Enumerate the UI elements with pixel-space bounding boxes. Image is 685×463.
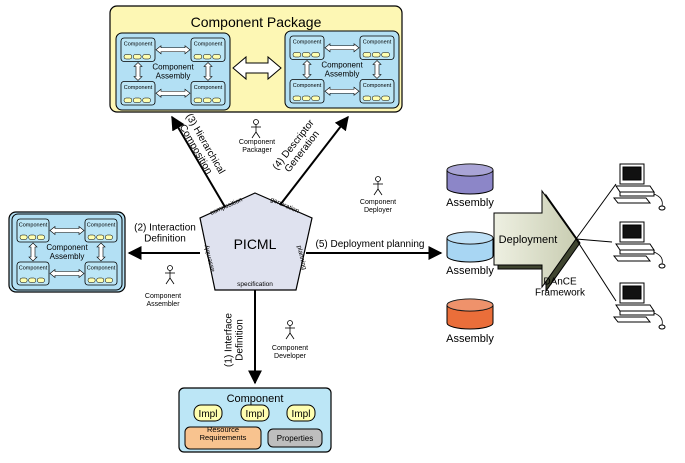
component-node: Component — [120, 37, 156, 62]
package-title: Component Package — [191, 14, 322, 30]
component-node-label: Component — [363, 40, 392, 46]
arrow-step3 — [171, 115, 226, 208]
properties: Properties — [267, 428, 323, 448]
link-arrow — [155, 88, 191, 98]
component-node-label: Component — [124, 85, 153, 91]
component-node: Component — [84, 261, 118, 286]
step4-label: (4) DescriptorGeneration — [271, 117, 326, 179]
link-arrow — [324, 43, 360, 53]
assembly-cylinder-2 — [446, 231, 494, 263]
step3-label: (3) HierarchicalComposition — [174, 112, 227, 182]
link-arrow — [133, 62, 143, 81]
link-arrow — [49, 225, 85, 236]
package-double-arrow — [232, 55, 282, 81]
component-node-label: Component — [87, 223, 116, 229]
step-arrows — [127, 115, 443, 385]
link-arrow — [96, 242, 106, 262]
arrow-step4 — [279, 115, 349, 206]
link-arrow — [49, 268, 85, 279]
link-arrow — [28, 242, 38, 262]
deployer-figure — [373, 176, 383, 196]
component-node-label: Component — [194, 85, 223, 91]
link-arrow — [302, 60, 312, 79]
impl-1: Impl — [193, 404, 223, 422]
computer-2 — [612, 221, 666, 269]
component-node-label: Component — [87, 266, 116, 272]
component-node: Component — [120, 81, 156, 106]
assembly-label-3: Assembly — [446, 333, 494, 345]
component-node: Component — [84, 218, 118, 243]
component-node-label: Component — [194, 42, 223, 48]
computer-1 — [612, 163, 666, 211]
component-node-label: Component — [363, 83, 392, 89]
component-node: Component — [16, 218, 50, 243]
deployment-links — [575, 183, 617, 302]
impl-2: Impl — [240, 404, 270, 422]
component-node: Component — [16, 261, 50, 286]
step1-label: (1) InterfaceDefinition — [224, 313, 246, 367]
link-arrow — [372, 60, 382, 79]
impl-3-label: Impl — [292, 409, 311, 420]
impl-1-label: Impl — [199, 409, 218, 420]
deployment-label: Deployment — [499, 234, 558, 246]
assembly-label-1: Assembly — [446, 197, 494, 209]
component-node-label: Component — [19, 223, 48, 229]
component-node-label: Component — [124, 42, 153, 48]
component-node: Component — [359, 79, 395, 104]
impl-2-label: Impl — [246, 409, 265, 420]
assembly-label-2: Assembly — [446, 265, 494, 277]
computer-3 — [612, 282, 666, 330]
component-node: Component — [359, 35, 395, 60]
component-box-title: Component — [227, 393, 284, 405]
developer-figure — [285, 320, 295, 340]
properties-label: Properties — [277, 434, 313, 443]
component-node: Component — [190, 37, 226, 62]
picml-name: PICML — [234, 236, 277, 252]
component-node-label: Component — [293, 40, 322, 46]
component-node: Component — [289, 35, 325, 60]
stick-figures — [165, 119, 383, 340]
picml-pentagon: PICML composition generation planning sp… — [199, 192, 313, 291]
target-computers — [612, 163, 666, 330]
link-arrow — [155, 45, 191, 55]
link-arrow — [324, 86, 360, 96]
component-node-label: Component — [293, 83, 322, 89]
packager-figure — [251, 119, 261, 139]
assembler-figure — [165, 265, 175, 285]
deployment-arrow: Deployment — [493, 189, 581, 293]
step5-label: (5) Deployment planning — [316, 239, 425, 250]
assembly-cylinder-1 — [446, 163, 494, 195]
assembly-cylinder-3 — [446, 298, 494, 330]
component-node-label: Component — [19, 266, 48, 272]
component-node: Component — [190, 81, 226, 106]
picml-side-specification: specification — [237, 281, 273, 288]
link-arrow — [203, 62, 213, 81]
assembly-cylinders — [446, 163, 494, 330]
impl-3: Impl — [286, 404, 316, 422]
component-node: Component — [289, 79, 325, 104]
